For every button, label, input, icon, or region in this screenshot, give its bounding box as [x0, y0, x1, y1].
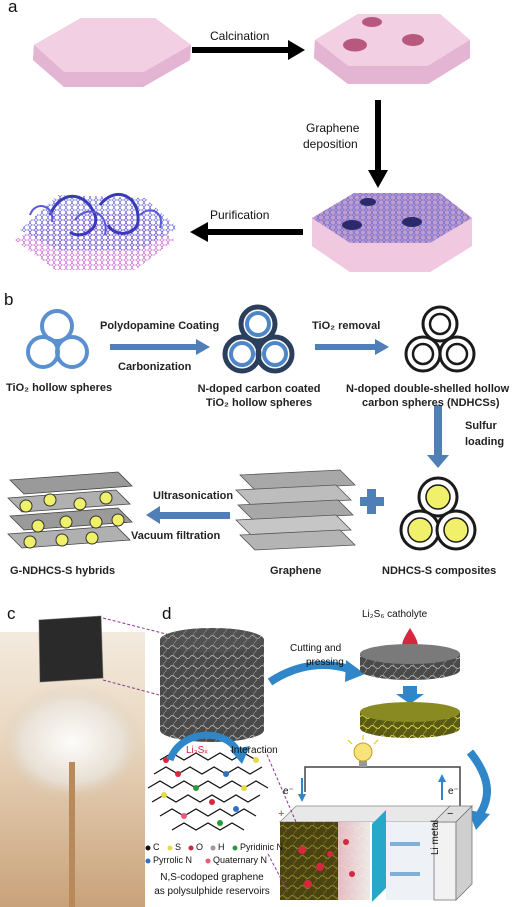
label-pressing: pressing [306, 657, 344, 668]
label-ndhcs-2: carbon spheres (NDHCSs) [362, 397, 500, 409]
catholyte-soaked-disk [360, 702, 460, 738]
pressed-foam-disk [360, 644, 460, 680]
panel-c-photo [0, 592, 145, 907]
label-cutting: Cutting and [290, 643, 342, 654]
panel-d-drawing [102, 617, 492, 902]
label-polydopamine-coating: Polydopamine Coating [100, 320, 220, 332]
panel-b-drawing [7, 304, 477, 551]
label-electron-left: e⁻ [283, 786, 294, 797]
label-interaction: Interaction [231, 745, 278, 756]
label-carbonization: Carbonization [118, 361, 192, 373]
graphene-foam-block [39, 616, 103, 682]
foam-cylinder [160, 628, 264, 742]
arrow-coating [110, 339, 210, 355]
arrow-down-soak [396, 686, 424, 704]
label-ndhcs-s-composites: NDHCS-S composites [382, 565, 497, 577]
plus-sign [360, 489, 384, 514]
arrow-to-cell [466, 749, 492, 830]
graphene-sheets [235, 469, 356, 551]
label-purification: Purification [210, 208, 270, 222]
panel-a-drawing [15, 14, 472, 272]
legend-pyridinic: Pyridinic N [240, 842, 284, 852]
arrow-tio2-removal [315, 339, 389, 355]
label-ndoped-coated-2: TiO₂ hollow spheres [205, 397, 313, 409]
label-g-ndhcs-s-hybrids: G-NDHCS-S hybrids [10, 565, 116, 577]
label-vacuum-filtration: Vacuum filtration [131, 530, 221, 542]
panel-d-letter: d [162, 604, 172, 623]
label-electron-right: e⁻ [448, 786, 459, 797]
label-cathode-plus: + [278, 808, 285, 820]
legend-s: S [175, 842, 182, 852]
label-tio2-removal: TiO₂ removal [312, 320, 381, 332]
label-tio2-hollow-spheres: TiO₂ hollow spheres [6, 382, 113, 394]
arrow-graphene-deposition [368, 100, 388, 188]
label-graphene: Graphene [306, 121, 360, 135]
legend-quaternary: Quaternary N [213, 855, 268, 865]
ndhcs-spheres [404, 305, 476, 373]
external-circuit [298, 735, 461, 822]
legend-c: C [153, 842, 160, 852]
hexagon-graphene-coated [312, 193, 472, 272]
legend-pyrrolic: Pyrrolic N [153, 855, 193, 865]
panel-b-letter: b [4, 290, 14, 309]
legend-markers [145, 845, 238, 864]
battery-cell [279, 805, 473, 902]
label-li-metal: Li metal [430, 819, 441, 855]
panel-a-letter: a [8, 0, 18, 16]
tio2-hollow-spheres [26, 309, 89, 369]
graphene-foam-structure [15, 193, 178, 270]
legend-h: H [218, 842, 225, 852]
interaction-arrow [166, 731, 250, 764]
panel-c-letter: c [7, 604, 16, 623]
g-ndhcs-s-hybrid [7, 471, 133, 549]
label-deposition: deposition [303, 137, 358, 151]
label-graphene: Graphene [270, 565, 322, 577]
label-calcination: Calcination [210, 29, 270, 43]
label-loading: loading [465, 436, 505, 448]
dandelion-stem [69, 762, 75, 907]
legend-o: O [196, 842, 204, 852]
doped-graphene-lattice [147, 752, 269, 831]
caption-codoped-1: N,S-codoped graphene [160, 872, 264, 883]
label-li2sx: Li₂Sₓ [186, 745, 208, 756]
label-anode-minus: − [447, 808, 454, 820]
carbon-coated-spheres [222, 304, 295, 374]
arrow-ultrasonication [146, 506, 230, 524]
label-sulfur: Sulfur [465, 420, 497, 432]
dandelion-seed-head [0, 684, 144, 800]
label-catholyte: Li₂S₆ catholyte [362, 609, 428, 620]
ndhcs-s-composites [399, 476, 477, 551]
arrow-sulfur-loading [427, 405, 449, 468]
arrow-calcination [192, 40, 305, 60]
label-ultrasonication: Ultrasonication [153, 490, 234, 502]
hexagon-precursor [33, 18, 191, 87]
label-ndoped-coated-1: N-doped carbon coated [197, 383, 321, 395]
label-ndhcs-1: N-doped double-shelled hollow [346, 383, 510, 395]
hexagon-porous [314, 14, 470, 84]
arrow-purification [190, 222, 303, 242]
arrow-cutting-pressing [267, 660, 365, 686]
caption-codoped-2: as polysulphide reservoirs [154, 886, 270, 897]
